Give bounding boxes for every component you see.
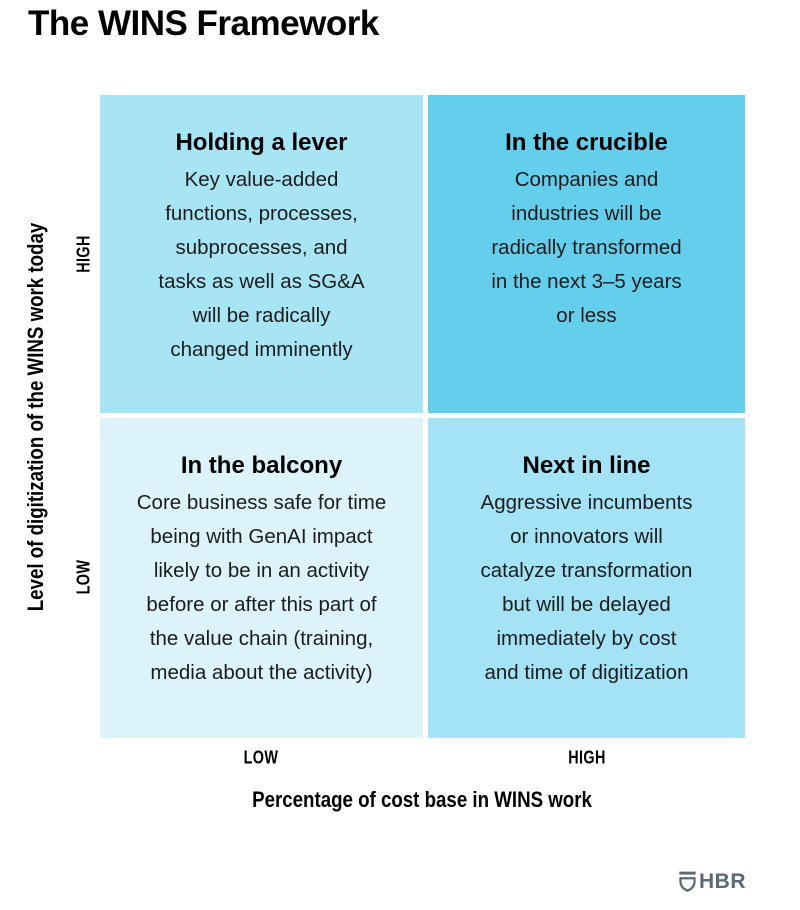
quadrant-title: Next in line — [522, 452, 651, 479]
quadrant-matrix: Holding a lever Key value-added function… — [100, 95, 745, 738]
quadrant-holding-a-lever: Holding a lever Key value-added function… — [100, 95, 423, 413]
quadrant-title: Holding a lever — [175, 129, 348, 156]
quadrant-in-the-crucible: In the crucible Companies and industries… — [428, 95, 745, 413]
x-axis-tick-low: LOW — [243, 747, 279, 768]
x-axis-title: Percentage of cost base in WINS work — [252, 787, 592, 812]
quadrant-title: In the balcony — [180, 452, 343, 479]
quadrant-body: Companies and industries will be radical… — [491, 167, 682, 327]
page-title: The WINS Framework — [28, 4, 379, 43]
quadrant-in-the-balcony: In the balcony Core business safe for ti… — [100, 418, 423, 738]
x-axis-tick-high: HIGH — [568, 747, 606, 768]
quadrant-title: In the crucible — [505, 129, 668, 156]
hbr-logo: HBR — [679, 870, 746, 894]
y-axis-title: Level of digitization of the WINS work t… — [23, 222, 48, 612]
y-axis-tick-low: LOW — [73, 559, 94, 595]
hbr-shield-icon — [679, 871, 696, 893]
quadrant-body: Core business safe for time being with G… — [136, 490, 387, 684]
y-axis-tick-high: HIGH — [73, 235, 94, 273]
quadrant-body: Key value-added functions, processes, su… — [158, 167, 365, 361]
hbr-logo-text: HBR — [699, 870, 746, 893]
quadrant-body: Aggressive incumbents or innovators will… — [480, 490, 693, 684]
quadrant-next-in-line: Next in line Aggressive incumbents or in… — [428, 418, 745, 738]
